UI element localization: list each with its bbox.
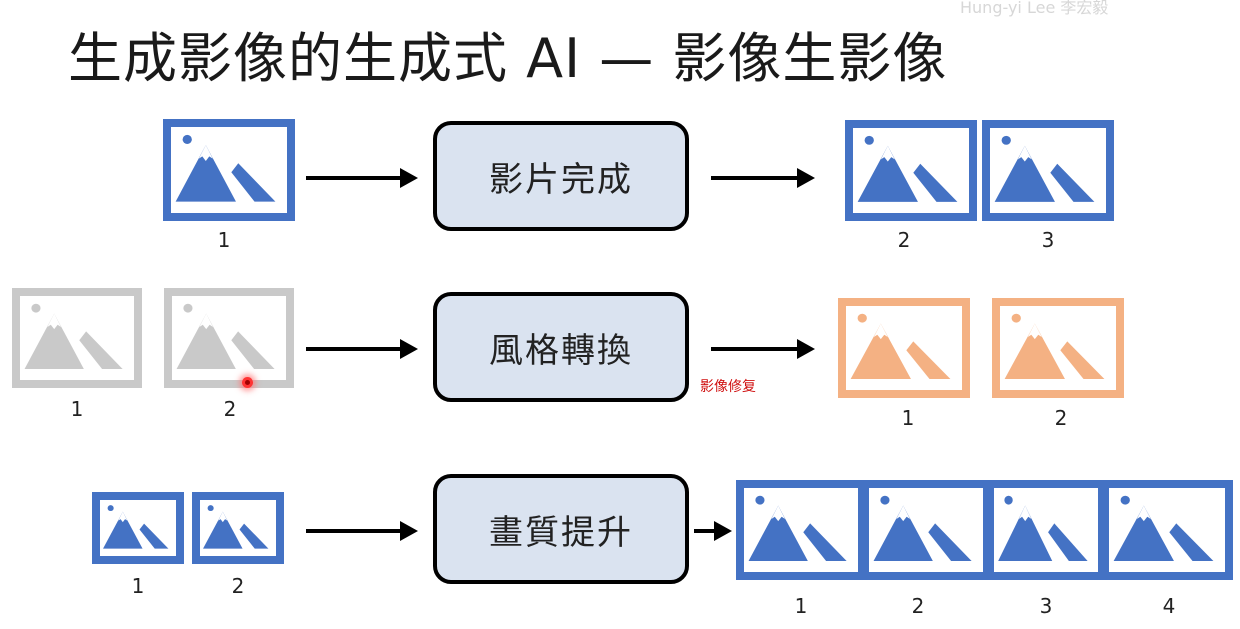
frame-label: 2 bbox=[897, 228, 911, 252]
image-icon bbox=[861, 480, 991, 580]
arrow bbox=[306, 168, 418, 188]
image-icon bbox=[1101, 480, 1233, 580]
image-icon bbox=[164, 288, 294, 388]
cursor-pointer bbox=[242, 377, 253, 388]
frame-label: 1 bbox=[70, 397, 84, 421]
page-title: 生成影像的生成式 AI — 影像生影像 bbox=[68, 27, 948, 90]
task-box-video-completion: 影片完成 bbox=[433, 121, 689, 231]
annotation-note: 影像修复 bbox=[700, 379, 756, 395]
frame-label: 4 bbox=[1162, 594, 1176, 618]
task-box-style-transfer: 風格轉換 bbox=[433, 292, 689, 402]
image-icon bbox=[192, 492, 284, 564]
arrow bbox=[711, 339, 815, 359]
frame-label: 2 bbox=[223, 397, 237, 421]
image-icon bbox=[163, 119, 295, 221]
image-icon bbox=[736, 480, 866, 580]
image-icon bbox=[986, 480, 1106, 580]
arrow bbox=[694, 521, 732, 541]
image-icon bbox=[92, 492, 184, 564]
frame-label: 1 bbox=[131, 574, 145, 598]
image-icon bbox=[12, 288, 142, 388]
image-icon bbox=[838, 298, 970, 398]
task-box-super-resolution: 畫質提升 bbox=[433, 474, 689, 584]
arrow bbox=[711, 168, 815, 188]
frame-label: 2 bbox=[1054, 406, 1068, 430]
frame-label: 2 bbox=[911, 594, 925, 618]
frame-label: 1 bbox=[217, 228, 231, 252]
image-icon bbox=[845, 120, 977, 221]
frame-label: 1 bbox=[901, 406, 915, 430]
frame-label: 1 bbox=[794, 594, 808, 618]
image-icon bbox=[992, 298, 1124, 398]
frame-label: 3 bbox=[1039, 594, 1053, 618]
watermark: Hung-yi Lee 李宏毅 bbox=[960, 0, 1109, 17]
frame-label: 3 bbox=[1041, 228, 1055, 252]
arrow bbox=[306, 339, 418, 359]
frame-label: 2 bbox=[231, 574, 245, 598]
image-icon bbox=[982, 120, 1114, 221]
arrow bbox=[306, 521, 418, 541]
